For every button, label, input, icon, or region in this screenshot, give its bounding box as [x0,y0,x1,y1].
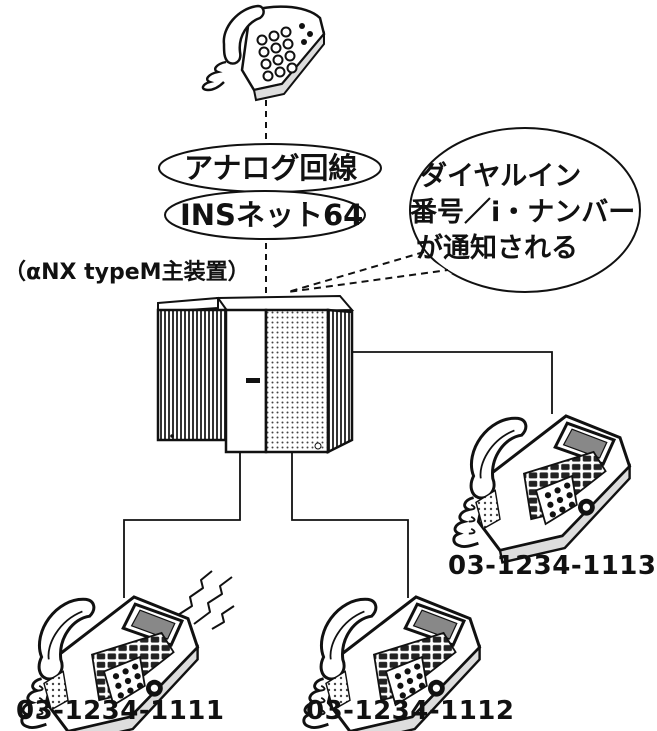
callout-line-2: 番号／i・ナンバー [410,197,636,228]
desk-phone-right [452,414,632,564]
ringing-indicator-icon [177,570,235,630]
phone-number-1113: 03-1234-1113 [448,551,657,581]
diagram-canvas [20,4,641,731]
analog-telephone [201,4,326,102]
analog-line-label: アナログ回線 [184,151,358,185]
callout-bubble [286,127,641,293]
callout-line-1: ダイヤルイン [420,161,582,192]
pbx-main-unit [156,294,355,455]
ins-line-ellipse [164,190,366,240]
phone-number-1111: 03-1234-1111 [16,696,225,726]
pbx-model-label: （αNX typeM主装置） [4,260,250,285]
wiring [123,351,553,598]
phone-number-1112: 03-1234-1112 [306,696,515,726]
callout-line-3: が通知される [416,233,578,264]
ins-line-label: INSネット64 [180,198,364,232]
